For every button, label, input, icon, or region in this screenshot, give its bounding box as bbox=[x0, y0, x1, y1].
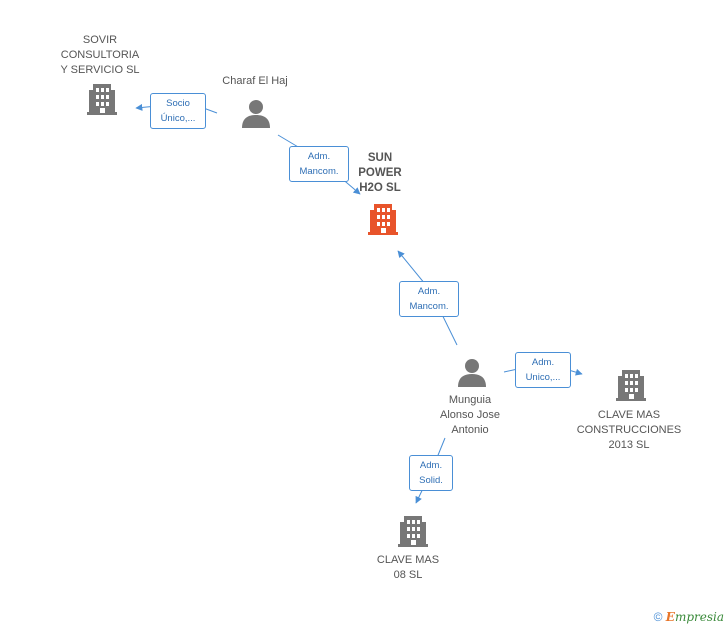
building-icon[interactable] bbox=[398, 516, 428, 547]
edge-label-adm-unico[interactable]: Adm. Unico,... bbox=[515, 352, 571, 388]
edge-label-socio-unico[interactable]: Socio Único,... bbox=[150, 93, 206, 129]
edge-label-adm-mancom-munguia[interactable]: Adm. Mancom. bbox=[399, 281, 459, 317]
node-label-munguia[interactable]: Munguia Alonso Jose Antonio bbox=[440, 394, 500, 436]
building-icon[interactable] bbox=[616, 370, 646, 401]
node-label-sun-power[interactable]: SUN POWER H2O SL bbox=[358, 152, 402, 194]
building-icon[interactable] bbox=[87, 84, 117, 115]
footer-brand: © Empresia bbox=[654, 610, 724, 624]
node-label-charaf[interactable]: Charaf El Haj bbox=[222, 75, 288, 87]
building-icon-focus[interactable] bbox=[368, 204, 398, 235]
edge-label-adm-solid[interactable]: Adm. Solid. bbox=[409, 455, 453, 491]
edge-label-adm-mancom-charaf[interactable]: Adm. Mancom. bbox=[289, 146, 349, 182]
person-icon[interactable] bbox=[458, 359, 486, 387]
copyright-icon: © bbox=[653, 610, 663, 624]
node-label-sovir[interactable]: SOVIR CONSULTORIA Y SERVICIO SL bbox=[60, 34, 140, 76]
node-label-clave-08[interactable]: CLAVE MAS 08 SL bbox=[376, 554, 440, 581]
person-icon[interactable] bbox=[242, 100, 270, 128]
brand-logo: Empresia bbox=[665, 610, 724, 624]
node-label-clave-construcciones[interactable]: CLAVE MAS CONSTRUCCIONES 2013 SL bbox=[576, 409, 682, 451]
